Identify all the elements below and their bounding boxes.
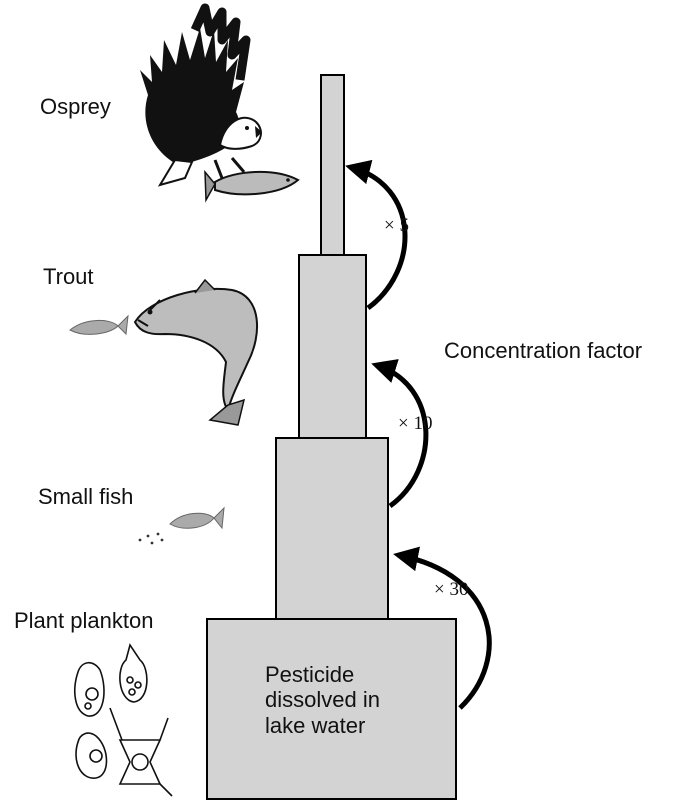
osprey-label: Osprey — [40, 96, 111, 118]
trout-box — [299, 255, 366, 438]
factor-5-label: × 5 — [384, 216, 409, 235]
lake-water-line-2: dissolved in — [265, 687, 380, 712]
plankton-icon — [75, 645, 172, 796]
factor-10-label: × 10 — [398, 414, 432, 433]
osprey-box — [321, 75, 344, 255]
lake-water-line-1: Pesticide — [265, 662, 380, 687]
plankton-label: Plant plankton — [14, 610, 153, 632]
small-fish-box — [276, 438, 388, 619]
small-fish-label: Small fish — [38, 486, 133, 508]
trout-icon — [70, 280, 257, 425]
small-fish-icon — [139, 508, 224, 544]
osprey-icon — [140, 8, 298, 200]
lake-water-line-3: lake water — [265, 713, 380, 738]
lake-water-text: Pesticide dissolved in lake water — [265, 662, 380, 738]
concentration-factor-label: Concentration factor — [444, 340, 642, 362]
factor-30-label: × 30 — [434, 580, 468, 599]
trout-label: Trout — [43, 266, 94, 288]
